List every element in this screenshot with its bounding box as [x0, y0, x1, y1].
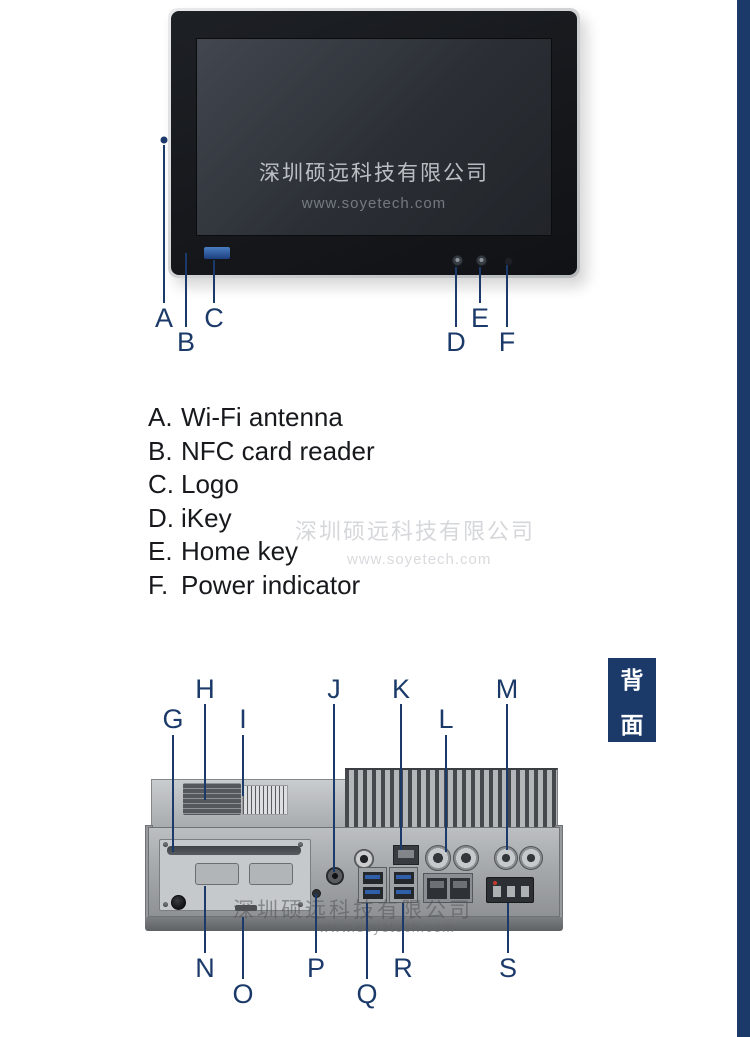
- wifi-antenna-dot: [160, 136, 168, 144]
- ethernet-port-top: [393, 845, 419, 865]
- lan-port: [450, 878, 470, 899]
- power-terminal-block: [486, 877, 534, 903]
- lan-ports: [423, 873, 473, 903]
- cover-handle-slot: [167, 846, 301, 855]
- callout-letter-n: N: [195, 953, 215, 983]
- screen-watermark-company: 深圳硕远科技有限公司: [259, 162, 489, 185]
- usb-port: [363, 872, 383, 884]
- terminal-pin: [493, 886, 501, 897]
- callout-letter-q: Q: [356, 979, 378, 1009]
- page-edge-bar: [737, 0, 750, 1037]
- screen-watermark-website: www.soyetech.com: [301, 195, 447, 212]
- legend-item: A. Wi-Fi antenna: [148, 401, 375, 435]
- usb-port: [394, 872, 414, 884]
- legend-letter: B.: [148, 435, 173, 466]
- cover-screw: [298, 902, 303, 907]
- legend-letter: E.: [148, 536, 173, 566]
- top-sticker: [183, 783, 241, 815]
- usb-port: [394, 887, 414, 899]
- home-key-icon: [476, 255, 487, 266]
- dsub-cutout-1: [195, 863, 239, 885]
- callout-letter-s: S: [498, 953, 518, 983]
- m12-connector-2: [519, 846, 543, 870]
- back-side-tab-char1: 背: [620, 666, 644, 693]
- callout-letter-c: C: [204, 303, 224, 333]
- m12-connector-1: [494, 846, 518, 870]
- legend-letter: A.: [148, 402, 173, 432]
- legend-label: iKey: [181, 502, 232, 533]
- legend-item: B. NFC card reader: [148, 435, 375, 469]
- dsub-cutout-2: [249, 863, 293, 885]
- ikey-icon: [452, 255, 463, 266]
- sim-slot: [235, 905, 257, 911]
- terminal-pin: [521, 886, 529, 897]
- power-jack: [326, 867, 344, 885]
- callout-letter-e: E: [470, 303, 490, 333]
- lan-port: [427, 878, 447, 899]
- callout-letter-l: L: [438, 704, 454, 734]
- round-button: [171, 895, 186, 910]
- back-side-tab-char2: 面: [620, 711, 644, 738]
- heatsink-fins: [345, 768, 558, 830]
- usb-port: [363, 887, 383, 899]
- power-indicator-led: [504, 257, 513, 266]
- legend-label: Wi-Fi antenna: [181, 402, 343, 432]
- antenna-connector: [354, 849, 374, 869]
- legend: A. Wi-Fi antenna B. NFC card reader C.Logo…: [148, 401, 375, 602]
- barcode-label: [242, 785, 288, 815]
- cover-screw: [163, 842, 168, 847]
- legend-label: Home key: [181, 536, 299, 566]
- callout-letter-r: R: [393, 953, 413, 983]
- logo: [204, 247, 230, 259]
- callout-letter-g: G: [162, 704, 184, 734]
- callout-letter-i: I: [239, 704, 247, 734]
- legend-label: Power indicator: [181, 569, 361, 600]
- usb-stack-2: [389, 867, 418, 903]
- cover-screw: [163, 902, 168, 907]
- terminal-marker: [493, 881, 497, 885]
- front-panel-pc: 深圳硕远科技有限公司 www.soyetech.com: [168, 8, 580, 278]
- mid-watermark-company: 深圳硕远科技有限公司: [295, 519, 536, 544]
- callout-letter-b: B: [176, 327, 196, 357]
- callout-letter-o: O: [232, 979, 254, 1009]
- callout-letter-p: P: [306, 953, 326, 983]
- callout-letter-a: A: [154, 303, 174, 333]
- legend-letter: F.: [148, 569, 169, 600]
- rear-watermark-company: 深圳硕远科技有限公司: [233, 899, 473, 922]
- legend-letter: D.: [148, 502, 174, 533]
- back-side-tab: 背 面: [608, 658, 656, 742]
- rear-chassis: [145, 765, 563, 935]
- screen: 深圳硕远科技有限公司 www.soyetech.com: [196, 38, 552, 236]
- callout-letter-j: J: [327, 674, 341, 704]
- callout-letter-m: M: [495, 674, 519, 704]
- serial-connector-1: [425, 845, 451, 871]
- mid-watermark-website: www.soyetech.com: [347, 551, 492, 568]
- legend-label: Logo: [181, 469, 239, 499]
- usb-stack-1: [358, 867, 387, 903]
- legend-item: E. Home key: [148, 535, 375, 569]
- terminal-pin: [507, 886, 515, 897]
- callout-letter-h: H: [195, 674, 215, 704]
- chassis-bottom-strip: [145, 917, 563, 931]
- callout-letter-d: D: [446, 327, 466, 357]
- callout-letter-f: F: [498, 327, 516, 357]
- callout-letter-k: K: [391, 674, 411, 704]
- cover-screw: [298, 842, 303, 847]
- legend-item: D.iKey: [148, 502, 375, 536]
- legend-item: F. Power indicator: [148, 569, 375, 603]
- legend-label: NFC card reader: [181, 435, 375, 466]
- rear-watermark-website: www.soyetech.com: [319, 919, 455, 935]
- serial-connector-2: [453, 845, 479, 871]
- legend-letter: C.: [148, 469, 174, 499]
- legend-item: C.Logo: [148, 468, 375, 502]
